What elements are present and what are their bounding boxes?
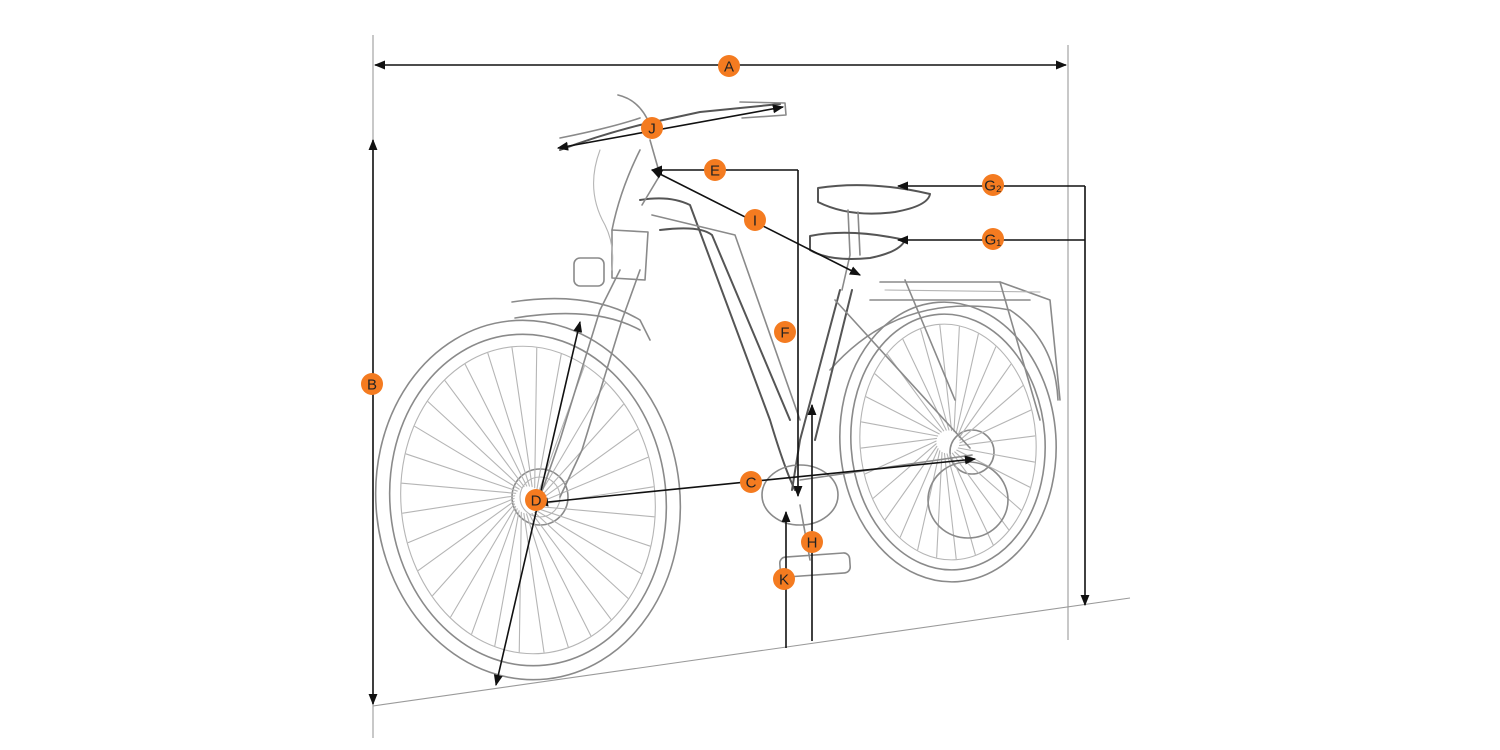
wheel-spoke <box>523 512 545 653</box>
rear-wheel <box>839 301 1057 583</box>
label-g1-text: G₁ <box>985 232 1002 249</box>
wheel-spoke <box>946 453 976 555</box>
label-k-text: K <box>779 572 789 589</box>
label-f-text: F <box>780 325 789 342</box>
label-b-text: B <box>367 377 377 394</box>
wheel-spoke <box>861 421 939 437</box>
label-d: D <box>525 489 547 511</box>
wheel-spoke <box>957 346 997 436</box>
label-j: J <box>641 117 663 139</box>
wheel-spoke <box>955 333 979 434</box>
wheel-spoke <box>958 435 1036 447</box>
rear-rack <box>869 279 1061 421</box>
label-a-text: A <box>724 59 734 76</box>
wheel-spoke <box>402 495 516 514</box>
bicycle-sketch <box>374 94 1061 681</box>
wheel-spoke <box>957 447 1035 463</box>
label-k: K <box>773 568 795 590</box>
label-i-text: I <box>753 213 757 230</box>
wheel-spoke <box>865 396 940 435</box>
wheel-spoke <box>953 326 960 433</box>
wheel-spoke <box>920 329 950 431</box>
label-g1: G₁ <box>982 228 1004 250</box>
wheel-spoke <box>959 409 1032 444</box>
wheel-spoke <box>943 452 957 560</box>
label-j-text: J <box>648 121 656 138</box>
wheel-spoke <box>494 510 520 647</box>
wheel-spoke <box>936 451 943 558</box>
wheel-spoke <box>860 437 938 449</box>
label-b: B <box>361 373 383 395</box>
dimension-lines <box>368 60 1090 706</box>
saddle <box>809 184 931 291</box>
label-g2-text: G₂ <box>984 178 1002 195</box>
wheel-spoke <box>541 429 639 500</box>
label-h: H <box>801 531 823 553</box>
handlebar <box>559 94 787 271</box>
label-f: F <box>774 321 796 343</box>
headlight <box>573 257 605 287</box>
label-g2: G₂ <box>982 174 1004 196</box>
label-c-text: C <box>746 475 757 492</box>
wheel-spoke <box>872 443 937 499</box>
label-a: A <box>718 55 740 77</box>
label-c: C <box>740 471 762 493</box>
label-e-text: E <box>710 163 720 180</box>
dimension-labels: A B C D E F G₂ G₁ H I J K <box>361 55 1004 590</box>
guide-lines <box>372 35 1131 738</box>
label-d-text: D <box>531 493 542 510</box>
frame <box>539 197 1009 578</box>
wheel-spoke <box>536 510 642 575</box>
wheel-spoke <box>874 373 942 433</box>
wheel-spoke <box>958 363 1012 439</box>
label-h-text: H <box>807 535 818 552</box>
wheel-spoke <box>959 385 1024 441</box>
label-i: I <box>744 209 766 231</box>
label-e: E <box>704 159 726 181</box>
wheel-spoke <box>534 347 538 489</box>
wheel-spoke <box>414 425 520 490</box>
wheel-spoke <box>417 500 515 571</box>
wheel-spoke <box>511 347 533 488</box>
dimension-j-line <box>556 104 785 151</box>
